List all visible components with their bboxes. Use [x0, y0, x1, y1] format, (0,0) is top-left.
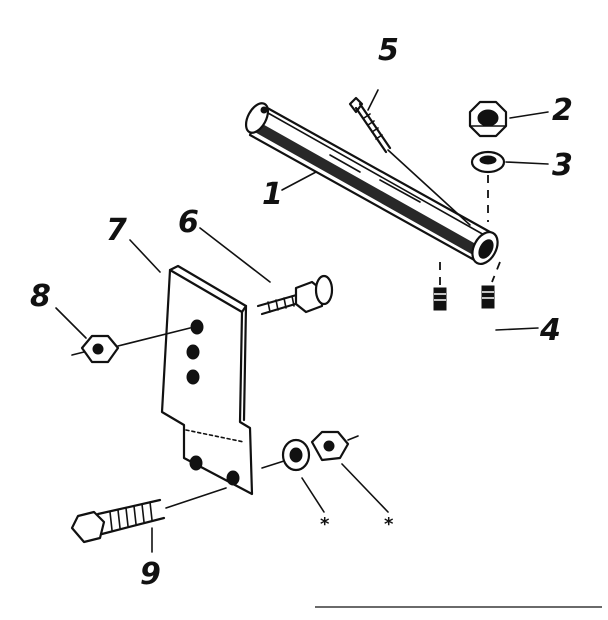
callout-4: 4 [539, 313, 561, 348]
callout-9: 9 [140, 557, 161, 592]
callout-5: 5 [378, 33, 399, 68]
callout-8: 8 [30, 279, 51, 314]
guide-line [491, 261, 501, 283]
lock-washer [261, 438, 311, 472]
hex-nut-starred [310, 430, 359, 462]
washer-part-3 [470, 150, 506, 174]
callout-6: 6 [178, 205, 199, 240]
tube-part-1 [244, 102, 499, 265]
callout-7: 7 [106, 213, 127, 248]
long-bolt-part-5 [348, 96, 471, 226]
callout-1: 1 [262, 177, 283, 212]
nut-part-8 [71, 327, 191, 364]
note-mark-right: * [384, 514, 394, 535]
leader-lines [55, 89, 549, 553]
callout-3: 3 [552, 148, 573, 183]
nut-part-2 [468, 100, 508, 138]
hex-bolt-part-9 [70, 487, 227, 544]
note-mark-left: * [320, 514, 330, 535]
callout-2: 2 [552, 93, 573, 128]
u-bolt-part-4 [433, 285, 495, 365]
bolt-part-6 [256, 274, 334, 316]
callout-labels: 1 2 3 4 5 6 7 8 9 [30, 33, 573, 592]
bracket-plate-part-7 [160, 264, 254, 496]
